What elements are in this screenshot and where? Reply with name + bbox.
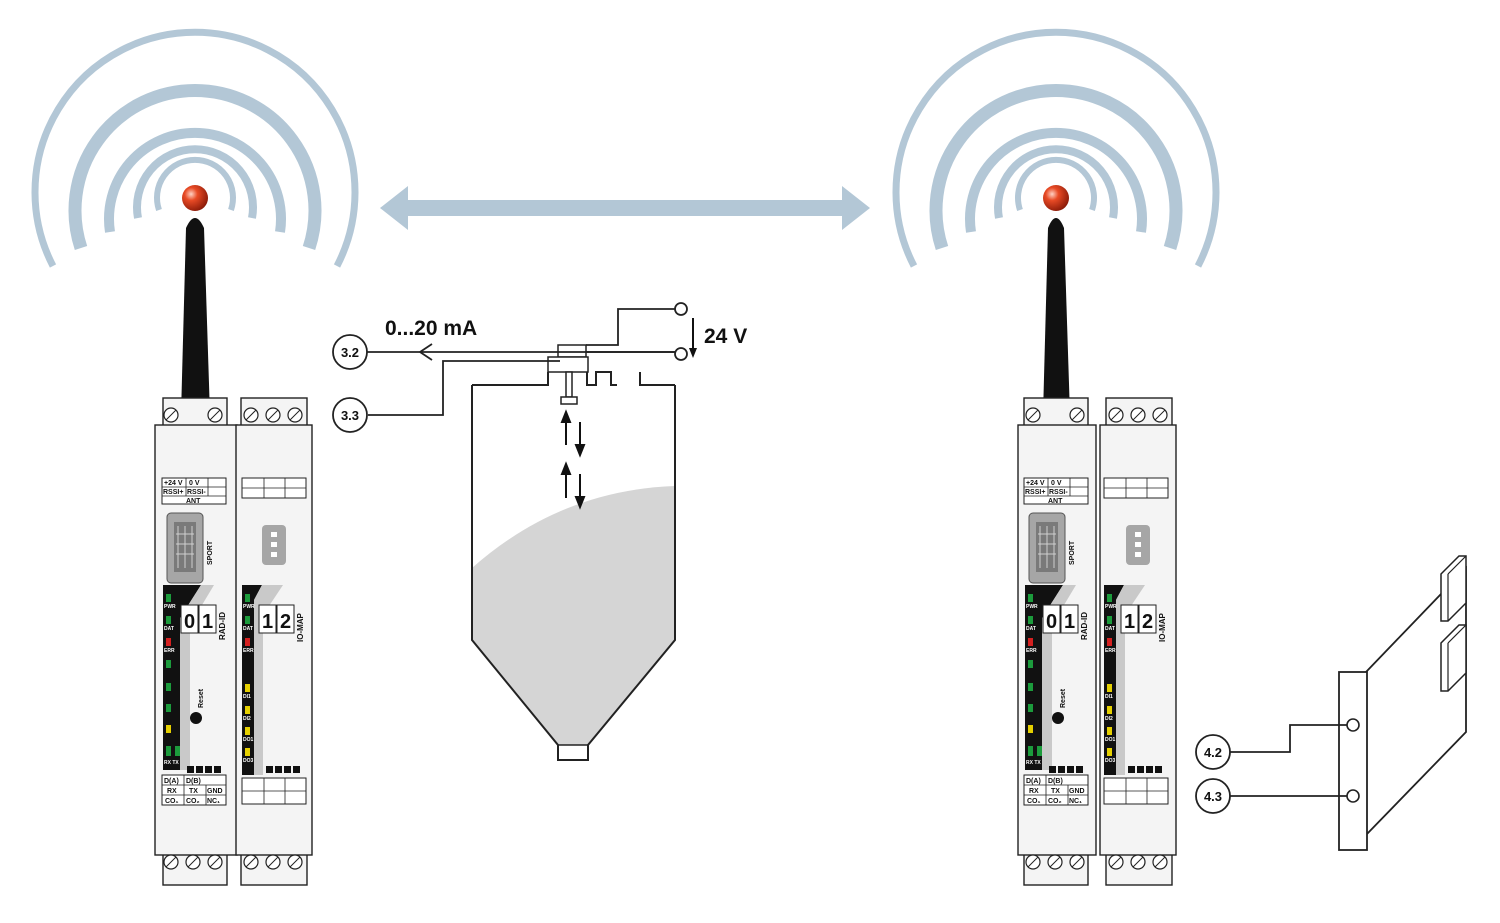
terminal-da: D(A) bbox=[164, 778, 179, 785]
io-led-dat: DAT bbox=[243, 626, 253, 632]
left-radio-module: +24 V 0 V RSSI+ RSSI- ANT SPORT bbox=[154, 397, 238, 886]
io-led-di2: DI2 bbox=[243, 716, 251, 722]
terminal-0v: 0 V bbox=[189, 480, 200, 487]
supply-voltage-label: 24 V bbox=[704, 325, 747, 348]
supply-terminal-plus bbox=[674, 302, 688, 316]
io-led-pwr: PWR bbox=[243, 604, 255, 610]
r-terminal-rx: RX bbox=[1029, 788, 1039, 795]
led-pwr: PWR bbox=[164, 604, 176, 610]
r-terminal-gnd: GND bbox=[1069, 788, 1085, 795]
io-map-label: IO-MAP bbox=[296, 612, 305, 642]
r-io-map-dial-2: 2 bbox=[1142, 611, 1153, 633]
sensor-head bbox=[557, 344, 587, 358]
right-io-module: PWR DAT ERR DI1 DI2 DO1 DO3 1 2 IO-MAP bbox=[1099, 397, 1177, 886]
terminal-callout-4-2 bbox=[1195, 734, 1231, 770]
r-reset-label: Reset bbox=[1060, 688, 1067, 708]
io-led-do1: DO1 bbox=[243, 737, 254, 743]
r-rad-id-label: RAD-ID bbox=[1080, 612, 1089, 640]
r-io-led-err: ERR bbox=[1105, 648, 1116, 654]
terminal-callout-4-3 bbox=[1195, 778, 1231, 814]
r-io-map-label: IO-MAP bbox=[1158, 612, 1167, 642]
r-io-map-dial-1: 1 bbox=[1124, 611, 1135, 633]
terminal-callout-3-3-label: 3.3 bbox=[341, 408, 359, 423]
wireless-link-arrow bbox=[380, 186, 870, 230]
r-io-led-do1: DO1 bbox=[1105, 737, 1116, 743]
terminal-db: D(B) bbox=[186, 778, 201, 785]
r-terminal-tx: TX bbox=[1051, 788, 1060, 795]
rad-id-dial-1: 0 bbox=[184, 611, 195, 633]
terminal-nc1: NC₁ bbox=[207, 798, 220, 805]
left-station: +24 V 0 V RSSI+ RSSI- ANT SPORT bbox=[35, 32, 355, 886]
io-led-err: ERR bbox=[243, 648, 254, 654]
terminal-callout-3-3 bbox=[332, 397, 368, 433]
sport-label: SPORT bbox=[207, 540, 214, 565]
terminal-rssi-plus: RSSI+ bbox=[163, 489, 183, 496]
left-io-module: PWR DAT ERR DI1 DI2 DO1 DO3 1 2 IO-MAP bbox=[235, 397, 313, 886]
led-dat: DAT bbox=[164, 626, 174, 632]
terminal-plus24v: +24 V bbox=[164, 480, 183, 487]
r-led-dat: DAT bbox=[1026, 626, 1036, 632]
current-signal-label: 0...20 mA bbox=[385, 317, 477, 340]
r-io-led-di2: DI2 bbox=[1105, 716, 1113, 722]
r-rad-id-dial-2: 1 bbox=[1064, 611, 1075, 633]
reset-label: Reset bbox=[198, 688, 205, 708]
level-sensor-tank: 0...20 mA 24 V 3.2 3.3 bbox=[332, 302, 747, 761]
rad-id-label: RAD-ID bbox=[218, 612, 227, 640]
r-sport-label: SPORT bbox=[1069, 540, 1076, 565]
r-terminal-0v: 0 V bbox=[1051, 480, 1062, 487]
r-io-led-dat: DAT bbox=[1105, 626, 1115, 632]
led-rxtx: RX TX bbox=[164, 760, 179, 766]
terminal-rx: RX bbox=[167, 788, 177, 795]
io-led-do3: DO3 bbox=[243, 758, 254, 764]
terminal-co1: CO₁ bbox=[165, 798, 179, 805]
r-terminal-co2: CO₂ bbox=[1048, 798, 1062, 805]
terminal-tx: TX bbox=[189, 788, 198, 795]
r-rad-id-dial-1: 0 bbox=[1046, 611, 1057, 633]
led-err: ERR bbox=[164, 648, 175, 654]
right-antenna-tip bbox=[1043, 185, 1069, 211]
r-terminal-nc1: NC₁ bbox=[1069, 798, 1082, 805]
left-antenna bbox=[181, 218, 210, 415]
r-terminal-da: D(A) bbox=[1026, 778, 1041, 785]
io-led-di1: DI1 bbox=[243, 694, 251, 700]
io-map-dial-2: 2 bbox=[280, 611, 291, 633]
tank-liquid bbox=[472, 486, 675, 745]
output-card-bracket bbox=[1338, 671, 1368, 851]
terminal-rssi-minus: RSSI- bbox=[187, 489, 206, 496]
right-antenna bbox=[1043, 218, 1070, 415]
terminal-callout-3-2-label: 3.2 bbox=[341, 345, 359, 360]
terminal-co2: CO₂ bbox=[186, 798, 200, 805]
supply-terminal-minus bbox=[674, 347, 688, 361]
io-map-dial-1: 1 bbox=[262, 611, 273, 633]
rad-id-dial-2: 1 bbox=[202, 611, 213, 633]
terminal-callout-4-3-label: 4.3 bbox=[1204, 789, 1222, 804]
terminal-ant: ANT bbox=[186, 498, 201, 505]
right-station: +24 V 0 V RSSI+ RSSI- ANT SPORT PWR bbox=[896, 32, 1467, 886]
r-terminal-ant: ANT bbox=[1048, 498, 1063, 505]
terminal-callout-3-2 bbox=[332, 334, 368, 370]
r-io-led-di1: DI1 bbox=[1105, 694, 1113, 700]
left-antenna-tip bbox=[182, 185, 208, 211]
right-radio-module: +24 V 0 V RSSI+ RSSI- ANT SPORT PWR bbox=[1017, 397, 1097, 886]
r-terminal-plus24v: +24 V bbox=[1026, 480, 1045, 487]
r-io-led-pwr: PWR bbox=[1105, 604, 1117, 610]
r-io-led-do3: DO3 bbox=[1105, 758, 1116, 764]
r-led-pwr: PWR bbox=[1026, 604, 1038, 610]
r-terminal-db: D(B) bbox=[1048, 778, 1063, 785]
r-led-err: ERR bbox=[1026, 648, 1037, 654]
reset-button bbox=[190, 712, 202, 724]
output-card: 4.2 4.3 bbox=[1195, 555, 1467, 851]
r-terminal-rssi-plus: RSSI+ bbox=[1025, 489, 1045, 496]
r-terminal-rssi-minus: RSSI- bbox=[1049, 489, 1068, 496]
terminal-gnd: GND bbox=[207, 788, 223, 795]
r-terminal-co1: CO₁ bbox=[1027, 798, 1041, 805]
r-reset-button bbox=[1052, 712, 1064, 724]
terminal-callout-4-2-label: 4.2 bbox=[1204, 745, 1222, 760]
r-led-rxtx: RX TX bbox=[1026, 760, 1041, 766]
tank-outline bbox=[471, 385, 676, 761]
